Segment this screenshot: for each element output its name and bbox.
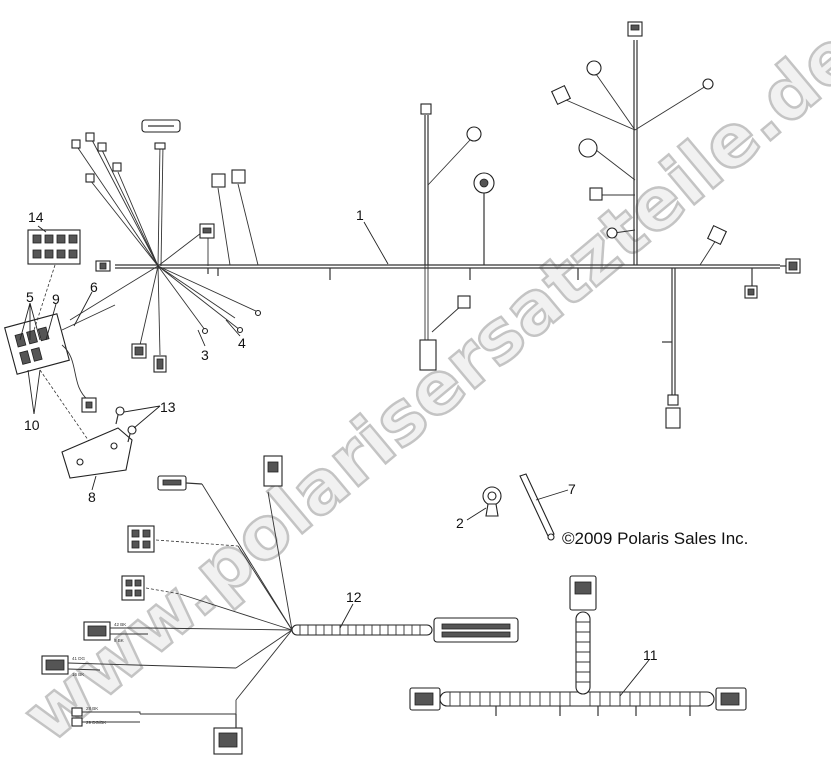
leader-lines xyxy=(19,221,650,697)
callout-2: 2 xyxy=(456,515,464,531)
watermark: www.polarisersatzteile.de xyxy=(7,12,831,758)
copyright-notice: ©2009 Polaris Sales Inc. xyxy=(562,529,748,548)
small-parts xyxy=(482,473,555,541)
callout-6: 6 xyxy=(90,279,98,295)
svg-text:16 BK: 16 BK xyxy=(72,672,84,677)
part-8-bracket xyxy=(61,427,133,479)
callout-12: 12 xyxy=(346,589,362,605)
svg-text:8 BK: 8 BK xyxy=(114,638,124,643)
part-5-fuse-box xyxy=(4,313,70,375)
callout-4: 4 xyxy=(238,335,246,351)
callout-13: 13 xyxy=(160,399,176,415)
callout-14: 14 xyxy=(28,209,44,225)
svg-text:28 BK: 28 BK xyxy=(86,706,98,711)
callout-9: 9 xyxy=(52,291,60,307)
svg-text:29 DG/BK: 29 DG/BK xyxy=(86,720,106,725)
part-13-screw-a xyxy=(115,406,125,416)
callout-3: 3 xyxy=(201,347,209,363)
svg-text:42 BK: 42 BK xyxy=(114,622,126,627)
part-7-cable-tie xyxy=(519,473,555,537)
callout-7: 7 xyxy=(568,481,576,497)
connector-ul-1 xyxy=(71,139,81,149)
harness-11 xyxy=(409,575,747,716)
callout-1: 1 xyxy=(356,207,364,223)
callout-5: 5 xyxy=(26,289,34,305)
callout-labels: 1 2 3 4 5 6 7 8 9 10 11 12 13 14 xyxy=(24,207,658,663)
callout-10: 10 xyxy=(24,417,40,433)
main-harness xyxy=(69,21,801,429)
callout-8: 8 xyxy=(88,489,96,505)
svg-text:41 DG: 41 DG xyxy=(72,656,86,661)
harness-12: 42 BK 8 BK 41 DG 16 BK 28 BK 29 DG/BK xyxy=(41,455,519,755)
harness-12-main-connector xyxy=(433,617,519,643)
left-components xyxy=(4,229,137,479)
callout-11: 11 xyxy=(643,647,658,663)
